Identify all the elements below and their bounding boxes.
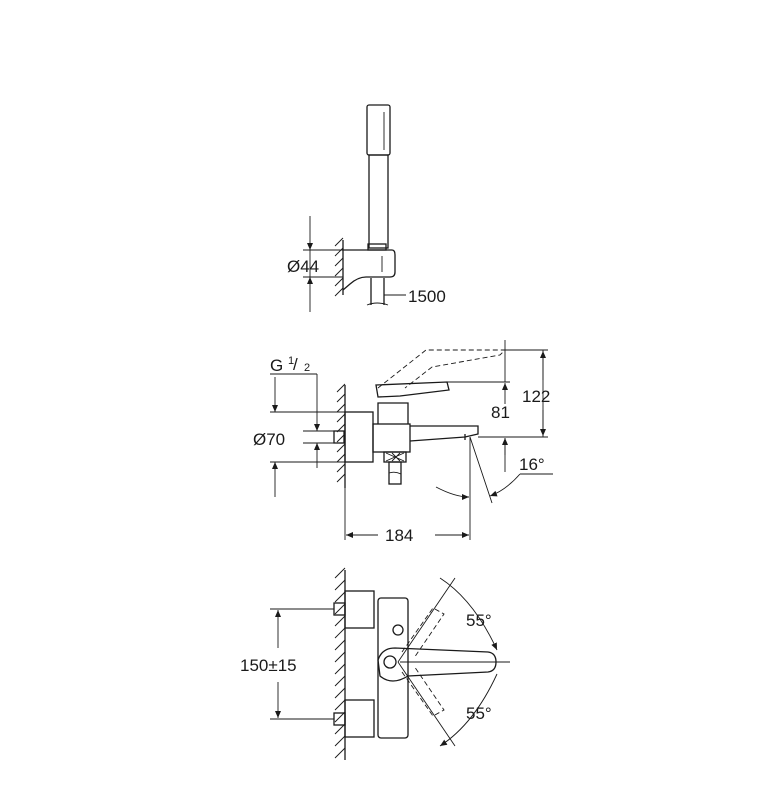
- shower-holder: [342, 249, 396, 291]
- wall-connection: [333, 430, 345, 444]
- label-body-diameter: Ø70: [253, 430, 285, 449]
- upper-rosette: [344, 590, 375, 629]
- mixer-body: [372, 423, 411, 453]
- mixer-front-view: [270, 567, 510, 760]
- label-height-total: 122: [522, 387, 550, 406]
- mixer-body-front: [377, 597, 409, 739]
- label-hose-length: 1500: [408, 287, 446, 306]
- label-thread-num: 1: [288, 355, 294, 367]
- lever: [375, 381, 450, 398]
- label-holder-diameter: Ø44: [287, 257, 319, 276]
- label-thread-slash: /: [293, 355, 298, 374]
- label-spout-angle: 16°: [519, 455, 545, 474]
- label-lever-angle-upper: 55°: [466, 611, 492, 630]
- diverter-knob: [392, 624, 404, 636]
- hand-shower-view: [303, 104, 406, 312]
- label-center-distance: 150±15: [240, 656, 297, 675]
- label-height-spout: 81: [491, 403, 510, 422]
- lower-connection: [333, 712, 346, 726]
- lower-rosette: [344, 699, 375, 738]
- label-thread-G: G: [270, 356, 283, 375]
- label-projection: 184: [385, 526, 413, 545]
- shower-head: [366, 104, 391, 156]
- cartridge-housing: [377, 402, 409, 424]
- label-thread-den: 2: [304, 362, 310, 374]
- mixer-side-view: [270, 340, 553, 540]
- eccentric-rosette: [344, 411, 374, 463]
- label-lever-angle-lower: 55°: [466, 704, 492, 723]
- shower-handle: [368, 154, 389, 249]
